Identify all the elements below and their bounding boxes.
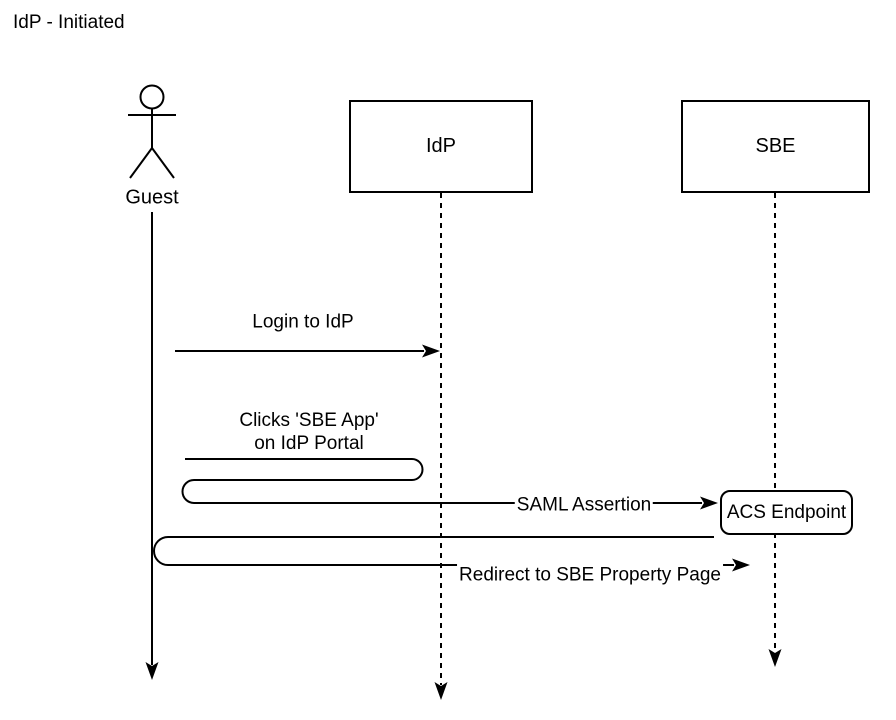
redirect-message-label: Redirect to SBE Property Page [457,563,723,587]
clicks-message-line1: Clicks 'SBE App' [239,410,379,431]
guest-actor-figure [128,84,176,179]
acs-endpoint-box: ACS Endpoint [720,490,853,535]
redirect-snake-connector [153,536,750,572]
idp-lifeline-arrowhead [434,682,448,700]
clicks-message-line2: on IdP Portal [254,433,364,454]
idp-lifeline [434,193,448,700]
guest-actor-label: Guest [125,186,179,209]
sbe-lifeline [768,193,782,667]
sbe-participant-box: SBE [681,100,870,193]
saml-assertion-label: SAML Assertion [514,493,654,517]
idp-participant-label: IdP [425,135,457,157]
clicks-message-label: Clicks 'SBE App' on IdP Portal [239,409,378,455]
redirect-arrowhead [732,558,750,572]
guest-lifeline [145,212,159,680]
saml-arrowhead [700,496,718,510]
actor-head [139,84,165,110]
sbe-lifeline-arrowhead [768,649,782,667]
idp-participant-box: IdP [349,100,533,193]
sbe-participant-label: SBE [755,135,796,157]
clicks-saml-snake-connector [181,458,718,510]
login-arrow [175,344,440,358]
login-message-label: Login to IdP [252,311,354,333]
login-arrowhead [422,344,440,358]
actor-leg-left [129,147,153,179]
actor-leg-right [151,147,175,179]
page-title: IdP - Initiated [13,12,125,33]
guest-lifeline-arrowhead [145,662,159,680]
acs-endpoint-label: ACS Endpoint [726,501,847,523]
